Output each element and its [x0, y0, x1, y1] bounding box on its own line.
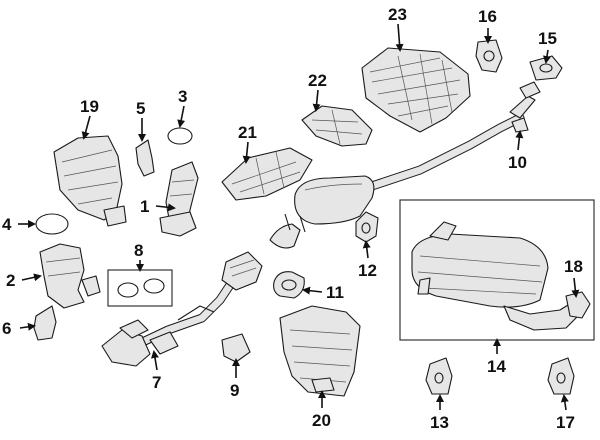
callout-5: 5	[136, 99, 145, 118]
part-7-front-pipe	[101, 251, 263, 367]
callout-13: 13	[430, 413, 449, 432]
part-11-gasket	[273, 271, 305, 299]
part-1-converter	[159, 161, 199, 237]
callout-20: 20	[312, 411, 331, 430]
leader-lines	[18, 23, 580, 411]
part-19-heat-shield	[53, 135, 127, 227]
callout-19: 19	[80, 97, 99, 116]
part-8-gasket-set	[107, 269, 173, 307]
callout-2: 2	[6, 271, 15, 290]
part-22-heat-shield	[301, 105, 373, 147]
part-17-hanger	[547, 357, 575, 395]
part-2-converter	[39, 243, 101, 309]
part-5-bracket	[135, 139, 155, 177]
part-16-hanger	[475, 39, 503, 73]
callout-16: 16	[478, 7, 497, 26]
callout-14: 14	[487, 357, 506, 376]
part-4-gasket	[35, 213, 69, 235]
callout-8: 8	[134, 241, 143, 260]
callout-17: 17	[556, 413, 575, 432]
callout-15: 15	[538, 29, 557, 48]
part-10-pipe	[509, 81, 541, 133]
callout-12: 12	[358, 261, 377, 280]
part-9-bracket	[221, 333, 251, 363]
callout-21: 21	[238, 123, 257, 142]
part-14-muffler-box	[399, 199, 595, 341]
part-13-hanger	[425, 357, 453, 395]
callout-22: 22	[308, 71, 327, 90]
part-23-heat-shield	[361, 47, 471, 133]
callout-18: 18	[564, 257, 583, 276]
part-12-hanger	[355, 211, 379, 243]
part-20-heat-shield	[279, 305, 361, 397]
callout-1: 1	[140, 197, 149, 216]
callout-3: 3	[178, 87, 187, 106]
part-3-gasket	[167, 127, 193, 145]
part-15-gasket	[529, 55, 563, 81]
callout-6: 6	[2, 319, 11, 338]
callout-labels: 1 2 3 4 5 6 7 8 9 10 11 12 13 14 15 16 1…	[2, 5, 583, 432]
part-6-bracket	[33, 305, 57, 341]
part-21-heat-shield	[221, 147, 313, 201]
callout-7: 7	[152, 373, 161, 392]
center-resonator	[269, 175, 375, 249]
callout-9: 9	[230, 381, 239, 400]
callout-23: 23	[388, 5, 407, 24]
callout-10: 10	[508, 153, 527, 172]
callout-11: 11	[326, 283, 344, 302]
callout-4: 4	[2, 215, 12, 234]
